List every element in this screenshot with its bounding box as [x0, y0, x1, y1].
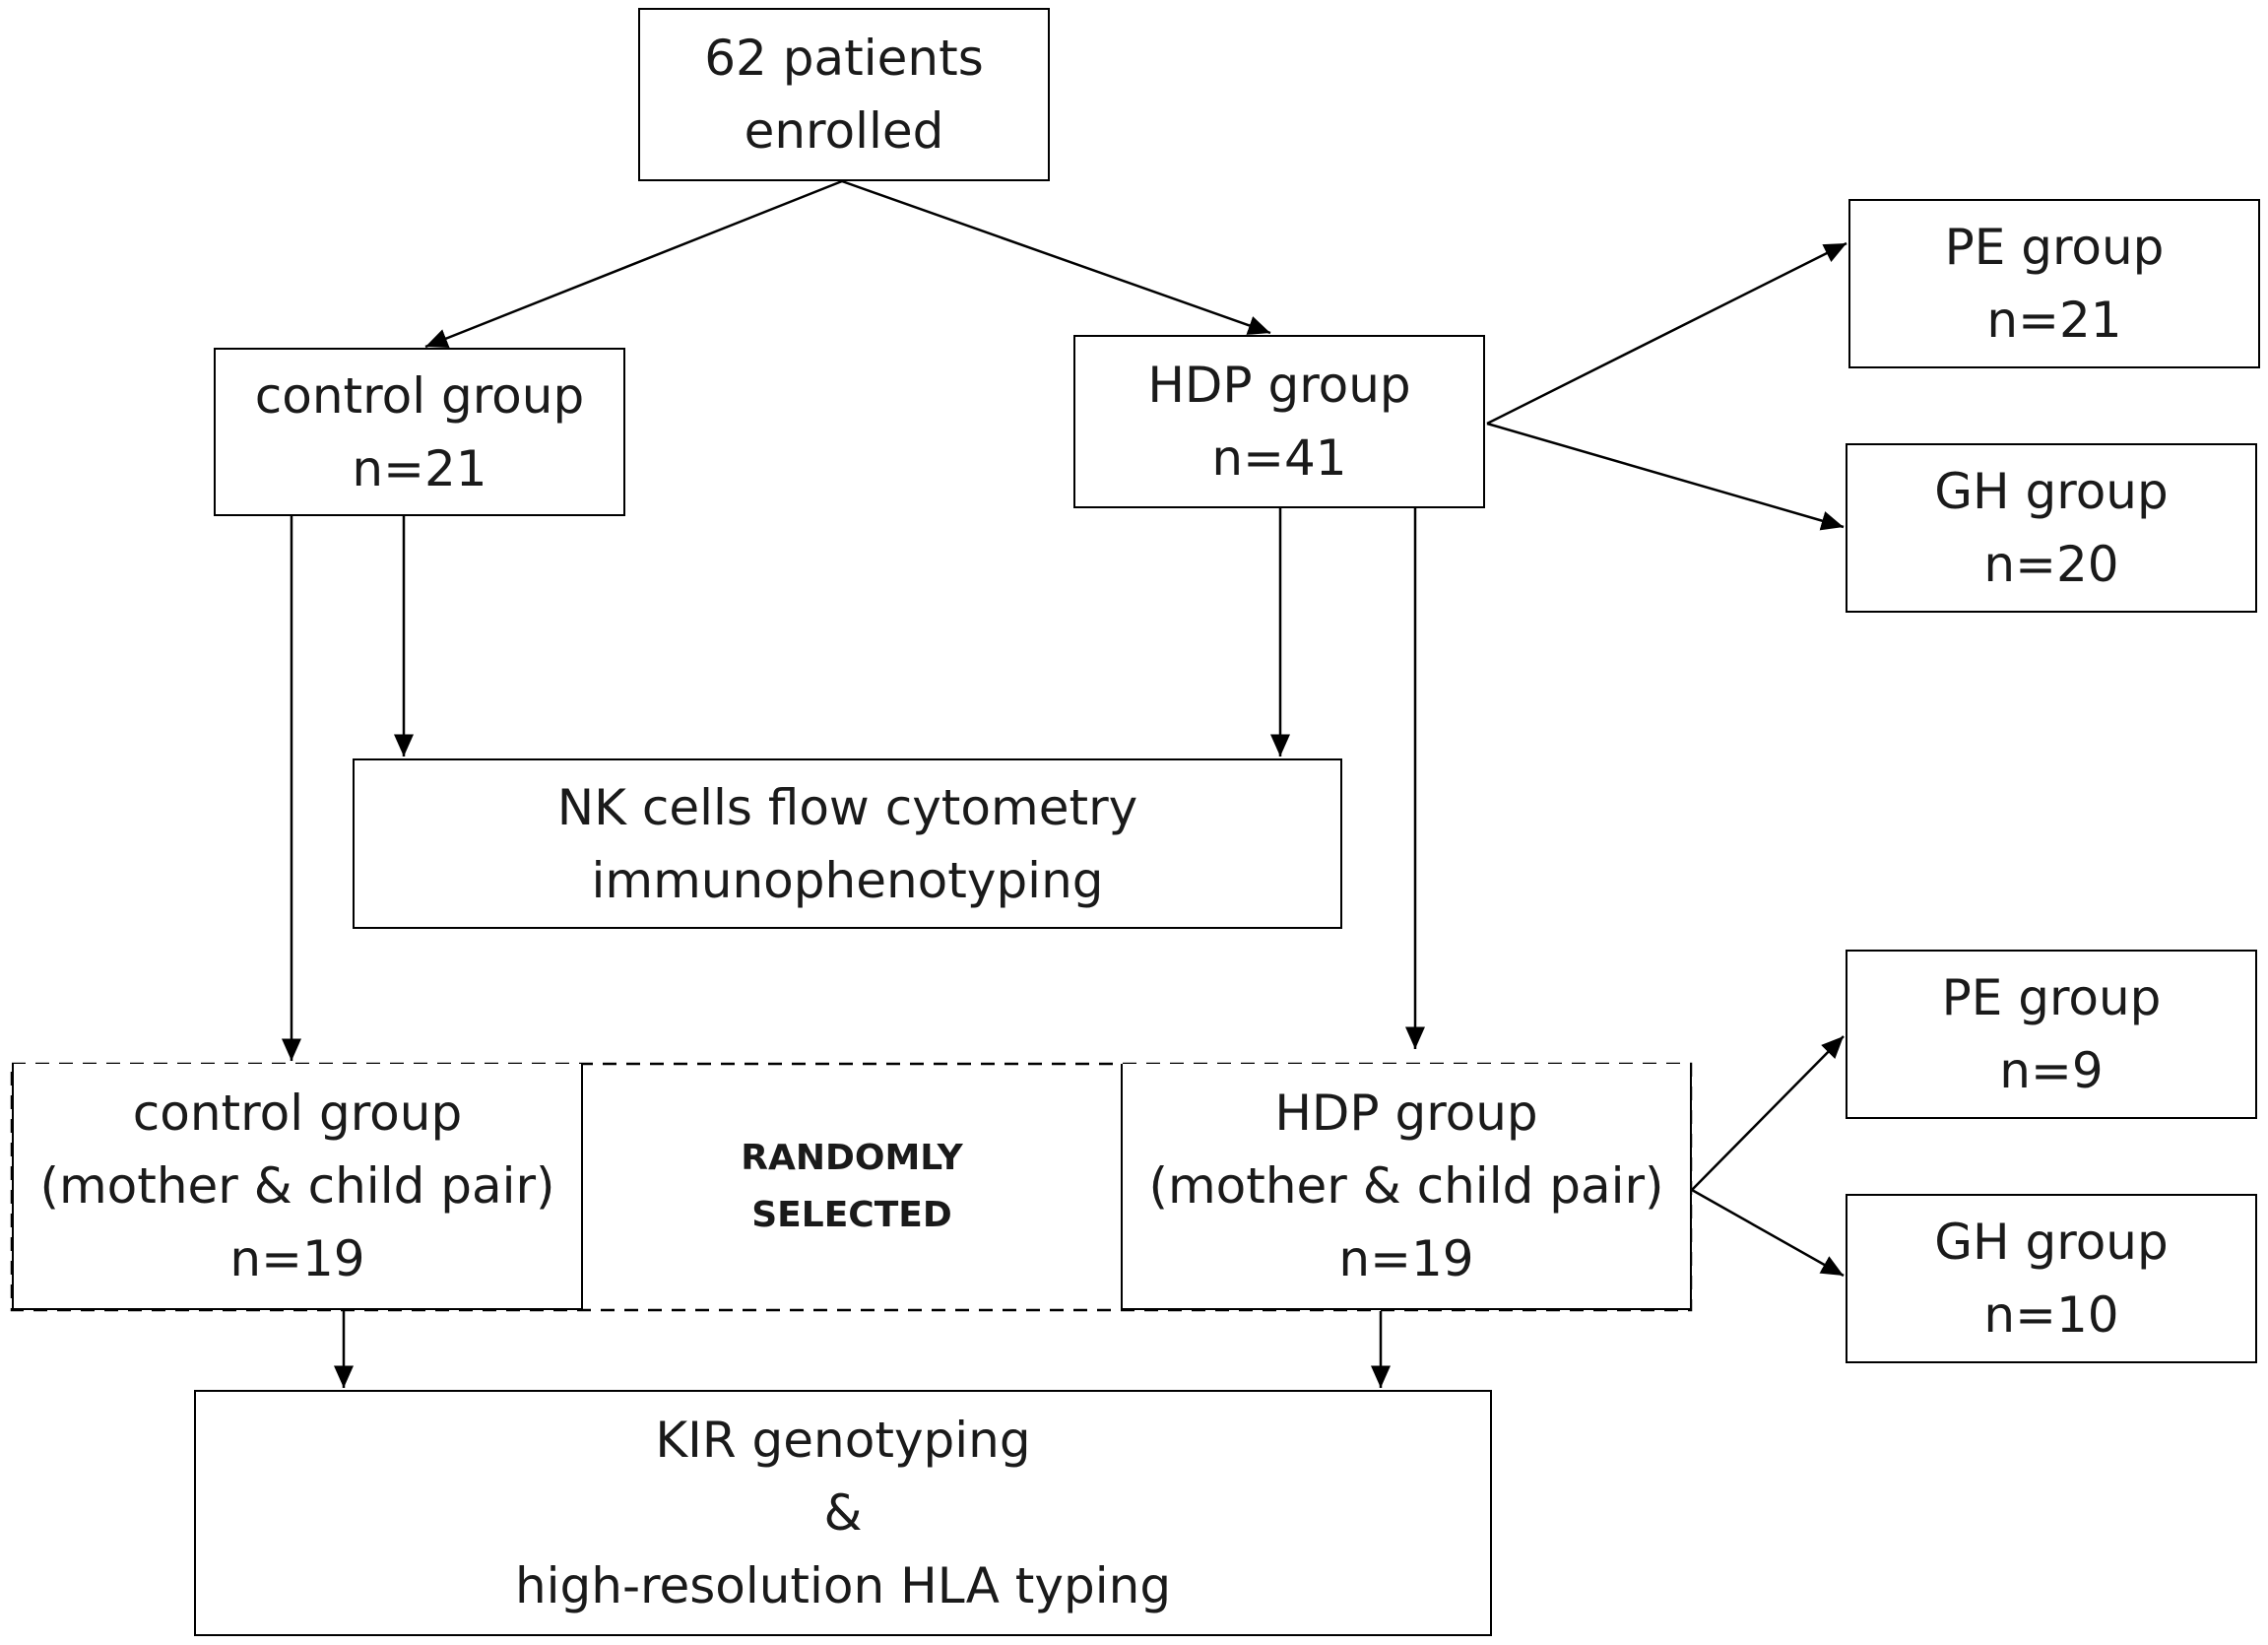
hdp-group-box: HDP group n=41: [1073, 335, 1485, 508]
gh-group-bottom-label: GH group: [1934, 1214, 2169, 1271]
gh-group-top-label: GH group: [1934, 463, 2169, 520]
hdp-pair-label: HDP group: [1274, 1085, 1538, 1142]
pe-group-bottom-box: PE group n=9: [1846, 950, 2257, 1119]
control-pair-box: control group (mother & child pair) n=19: [12, 1064, 583, 1310]
enrolled-line1: 62 patients: [704, 30, 984, 87]
randomly-selected-line1: RANDOMLY: [741, 1138, 963, 1178]
arrow-pair-to-gh: [1691, 1188, 1845, 1278]
hdp-pair-count: n=19: [1338, 1230, 1474, 1287]
pe-group-bottom-count: n=9: [1999, 1042, 2104, 1099]
control-group-label: control group: [254, 366, 585, 425]
randomly-selected-line2: SELECTED: [751, 1195, 952, 1235]
randomly-selected-note: RANDOMLY SELECTED: [591, 1123, 1113, 1251]
pe-group-top-box: PE group n=21: [1848, 199, 2260, 368]
nk-cells-line2: immunophenotyping: [591, 851, 1104, 909]
hdp-pair-subtitle: (mother & child pair): [1148, 1157, 1664, 1215]
control-group-box: control group n=21: [214, 348, 625, 516]
arrow-pair-to-pe: [1691, 1035, 1845, 1191]
arrow-hdp-to-pe: [1486, 241, 1847, 426]
pe-group-top-label: PE group: [1944, 219, 2165, 276]
arrow-enrolled-to-control: [424, 179, 843, 349]
gh-group-top-box: GH group n=20: [1846, 443, 2257, 613]
kir-genotyping-line3: high-resolution HLA typing: [514, 1557, 1172, 1614]
nk-cells-box: NK cells flow cytometry immunophenotypin…: [353, 758, 1342, 929]
pe-group-top-count: n=21: [1986, 292, 2122, 349]
hdp-group-label: HDP group: [1147, 357, 1411, 414]
gh-group-bottom-count: n=10: [1983, 1286, 2119, 1344]
control-pair-count: n=19: [229, 1230, 365, 1287]
hdp-pair-box: HDP group (mother & child pair) n=19: [1121, 1064, 1692, 1310]
gh-group-bottom-box: GH group n=10: [1846, 1194, 2257, 1363]
kir-genotyping-ampersand: &: [823, 1484, 863, 1542]
enrolled-line2: enrolled: [744, 102, 944, 160]
kir-genotyping-box: KIR genotyping & high-resolution HLA typ…: [194, 1390, 1492, 1636]
hdp-group-count: n=41: [1211, 429, 1347, 487]
control-group-count: n=21: [352, 439, 487, 497]
nk-cells-line1: NK cells flow cytometry: [556, 778, 1138, 836]
control-pair-subtitle: (mother & child pair): [39, 1157, 555, 1215]
arrow-hdp-to-gh: [1486, 422, 1845, 531]
arrow-enrolled-to-hdp: [841, 179, 1271, 335]
kir-genotyping-line1: KIR genotyping: [655, 1412, 1031, 1469]
enrolled-box: 62 patients enrolled: [638, 8, 1050, 181]
control-pair-label: control group: [132, 1085, 463, 1142]
gh-group-top-count: n=20: [1983, 536, 2119, 593]
pe-group-bottom-label: PE group: [1941, 969, 2162, 1026]
